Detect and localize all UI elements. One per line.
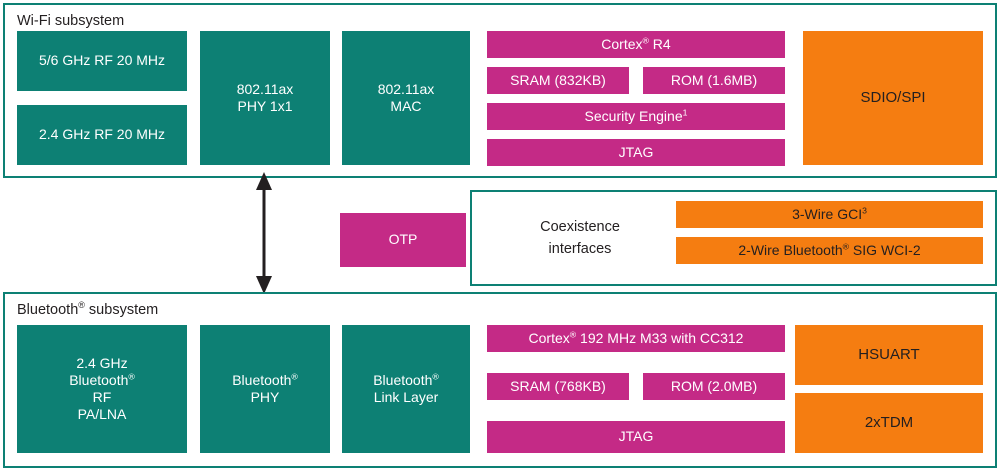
coexistence-2wire-wci2-block: 2-Wire Bluetooth® SIG WCI-2 bbox=[676, 237, 983, 264]
wifi-rf-5-6ghz: 5/6 GHz RF 20 MHz bbox=[17, 31, 187, 91]
coexistence-interfaces-label: Coexistence interfaces bbox=[540, 218, 620, 257]
wifi-host-interface-block: SDIO/SPI bbox=[803, 31, 983, 165]
wifi-cortex-r4-label: Cortex® R4 bbox=[601, 35, 671, 52]
wifi-sram-block: SRAM (832KB) bbox=[487, 67, 629, 94]
otp-block: OTP bbox=[340, 213, 466, 267]
bluetooth-sram-block: SRAM (768KB) bbox=[487, 373, 629, 400]
coexistence-2wire-wci2-label: 2-Wire Bluetooth® SIG WCI-2 bbox=[738, 241, 921, 258]
bluetooth-2xtdm-block: 2xTDM bbox=[795, 393, 983, 453]
bluetooth-rom-block: ROM (2.0MB) bbox=[643, 373, 785, 400]
bluetooth-link-layer-label: Bluetooth® Link Layer bbox=[373, 371, 439, 405]
wifi-jtag-block: JTAG bbox=[487, 139, 785, 166]
wifi-phy-block: 802.11ax PHY 1x1 bbox=[200, 31, 330, 165]
bluetooth-phy-label: Bluetooth® PHY bbox=[232, 371, 298, 405]
bluetooth-cortex-m33-block: Cortex® 192 MHz M33 with CC312 bbox=[487, 325, 785, 352]
coexistence-3wire-gci-label: 3-Wire GCI3 bbox=[792, 205, 867, 222]
bluetooth-jtag-block: JTAG bbox=[487, 421, 785, 453]
bluetooth-subsystem-title: Bluetooth® subsystem bbox=[17, 300, 159, 318]
wifi-security-engine-block: Security Engine1 bbox=[487, 103, 785, 130]
coexistence-3wire-gci-block: 3-Wire GCI3 bbox=[676, 201, 983, 228]
bluetooth-link-layer-block: Bluetooth® Link Layer bbox=[342, 325, 470, 453]
bluetooth-cortex-m33-label: Cortex® 192 MHz M33 with CC312 bbox=[528, 329, 744, 346]
bluetooth-hsuart-block: HSUART bbox=[795, 325, 983, 385]
wifi-cortex-r4-block: Cortex® R4 bbox=[487, 31, 785, 58]
wifi-rf-2-4ghz: 2.4 GHz RF 20 MHz bbox=[17, 105, 187, 165]
bluetooth-phy-block: Bluetooth® PHY bbox=[200, 325, 330, 453]
wifi-security-engine-label: Security Engine1 bbox=[584, 107, 688, 124]
bidirectional-arrow-icon bbox=[256, 172, 272, 294]
wifi-mac-block: 802.11ax MAC bbox=[342, 31, 470, 165]
wifi-subsystem-title: Wi-Fi subsystem bbox=[17, 13, 125, 29]
wifi-rom-block: ROM (1.6MB) bbox=[643, 67, 785, 94]
